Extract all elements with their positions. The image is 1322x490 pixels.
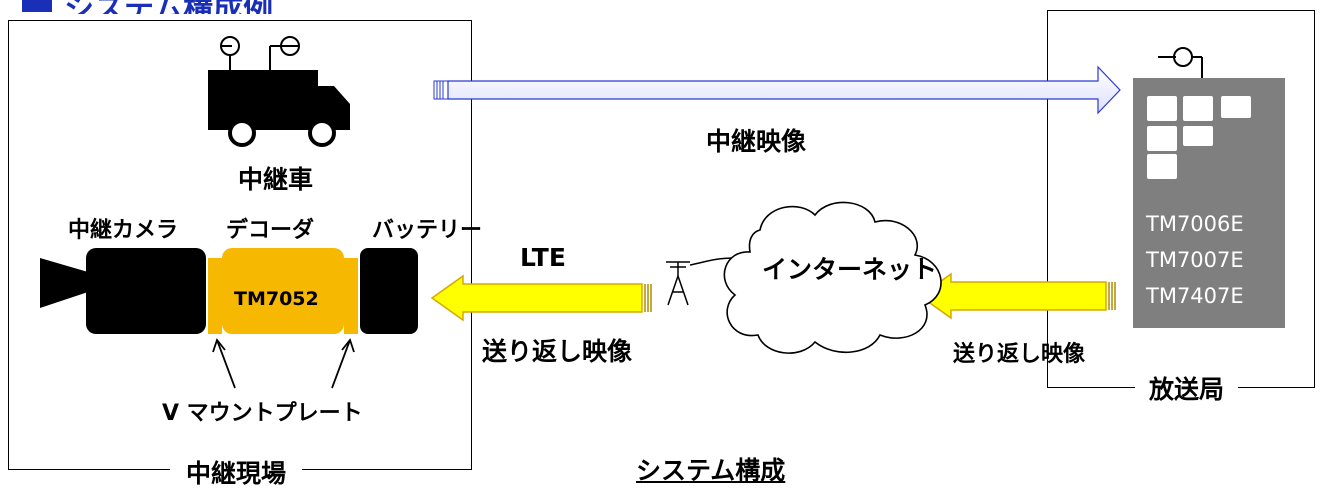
return-video-right-label: 送り返し映像 [953, 342, 1086, 367]
v-mount-pointer-arrows [212, 338, 355, 389]
antenna-tower-icon [666, 257, 736, 306]
site-label: 中継現場 [170, 454, 303, 490]
station-model-list: TM7006E TM7007E TM7407E [1146, 206, 1244, 314]
v-mount-plate-right [344, 258, 358, 334]
return-video-arrow-right [918, 272, 1116, 320]
internet-cloud-icon [723, 201, 942, 354]
station-model-2: TM7007E [1146, 248, 1244, 272]
battery-icon [360, 248, 418, 334]
page-title: システム構成例 [64, 0, 273, 14]
server-modules-icon [1147, 96, 1251, 179]
camera-label: 中継カメラ [68, 218, 179, 243]
decoder-model-label: TM7052 [234, 288, 319, 310]
figure-caption: システム構成 [636, 456, 786, 485]
v-mount-plate-left [208, 258, 222, 334]
decoder-label: デコーダ [226, 218, 315, 243]
station-model-1: TM7006E [1146, 212, 1244, 236]
title-marker [22, 0, 52, 12]
return-video-arrow-left [430, 274, 652, 322]
lte-label: LTE [520, 243, 566, 272]
battery-label: バッテリー [372, 218, 483, 243]
vehicle-label: 中継車 [238, 165, 314, 194]
station-model-3: TM7407E [1146, 284, 1244, 308]
station-label: 放送局 [1135, 370, 1239, 406]
truck-icon [208, 36, 350, 147]
internet-label: インターネット [762, 255, 938, 284]
relay-video-label: 中継映像 [706, 127, 807, 156]
relay-video-arrow [433, 65, 1121, 115]
camera-icon [40, 248, 206, 334]
title-bar: システム構成例 [0, 0, 420, 14]
v-mount-plate-label: V マウントプレート [162, 401, 363, 426]
decoder-body [222, 248, 344, 334]
return-video-left-label: 送り返し映像 [482, 337, 633, 366]
station-antenna-icon [1158, 47, 1203, 78]
